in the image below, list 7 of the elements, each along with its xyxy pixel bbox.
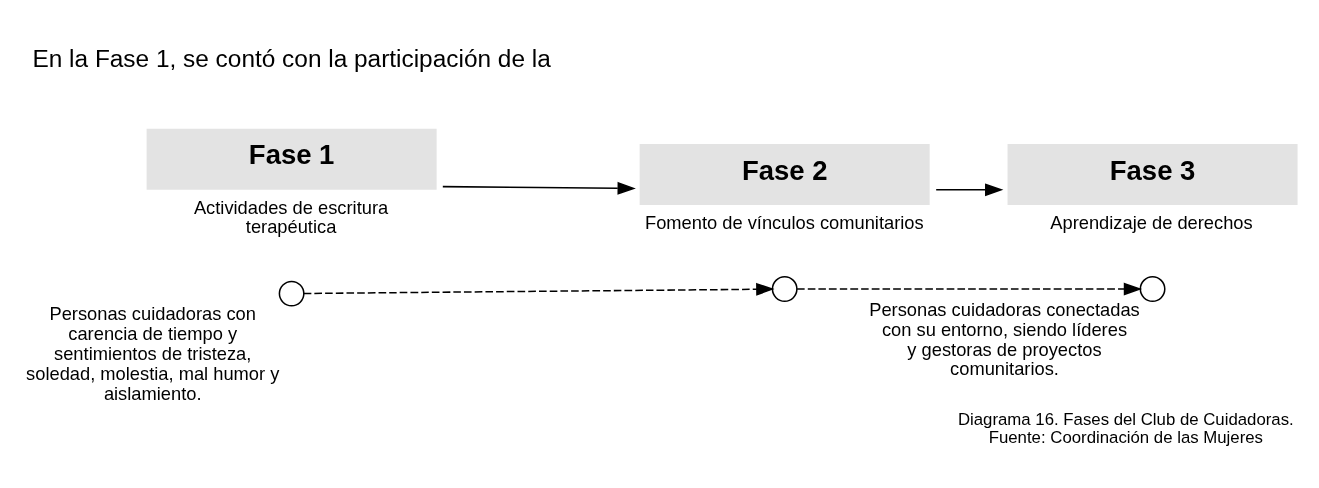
- label: En la Fase 1, se contó con la participación de la: [32, 45, 551, 73]
- node-label: Fomento de vínculos comunitarios: [645, 211, 924, 233]
- node-label: Actividades de escritura terapéutica: [193, 196, 389, 238]
- node-label: Personas cuidadoras con carencia de tiempo y sentimientos de tristeza, soledad, molestia, mal humor y aislamiento.: [26, 303, 280, 404]
- node-label: Personas cuidadoras conectadas con su entorno, siendo líderes y gestoras de proyectos comunitarios.: [869, 298, 1140, 380]
- node-label: Aprendizaje de derechos: [1050, 211, 1253, 233]
- caption: Diagrama 16. Fases del Club de Cuidadoras. Fuente: Coordinación de las Mujeres: [957, 409, 1294, 447]
